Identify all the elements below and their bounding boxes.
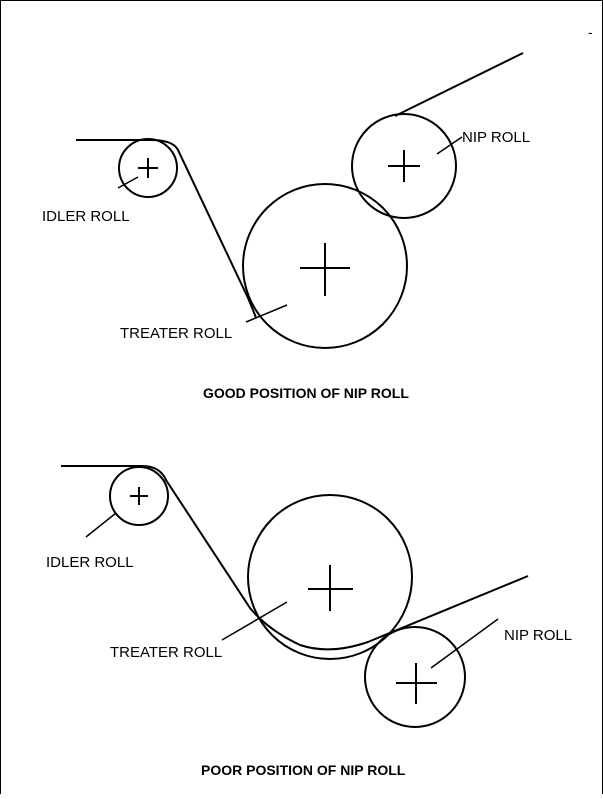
good-nip-label: NIP ROLL <box>462 129 530 146</box>
poor-treater-label: TREATER ROLL <box>110 644 222 661</box>
good-treater-label: TREATER ROLL <box>120 325 232 342</box>
poor-nip-roll <box>364 626 466 728</box>
poor-idler-label: IDLER ROLL <box>46 554 134 571</box>
good-web-path <box>76 139 257 319</box>
good-nip-leader <box>436 136 463 155</box>
corner-mark: - <box>588 24 593 40</box>
good-nip-roll <box>351 113 457 219</box>
good-idler-label: IDLER ROLL <box>42 208 130 225</box>
poor-treater-roll <box>247 494 413 660</box>
good-position-diagram <box>76 52 524 349</box>
poor-nip-label: NIP ROLL <box>504 627 572 644</box>
good-idler-leader <box>117 176 139 189</box>
poor-nip-leader <box>430 618 499 669</box>
poor-idler-leader <box>85 512 117 538</box>
good-treater-leader <box>245 304 288 323</box>
poor-position-diagram <box>61 465 529 728</box>
good-web-exit <box>394 52 524 117</box>
poor-web-path <box>61 465 529 651</box>
poor-treater-leader <box>221 601 288 641</box>
good-caption: GOOD POSITION OF NIP ROLL <box>203 385 409 401</box>
good-treater-roll <box>242 183 408 349</box>
poor-caption: POOR POSITION OF NIP ROLL <box>201 762 406 778</box>
